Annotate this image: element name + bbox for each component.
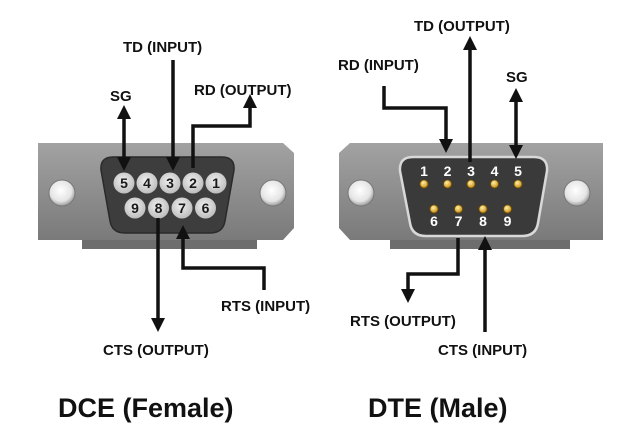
dte-gold-pin (429, 204, 439, 214)
dte-pin-9: 9 (503, 204, 512, 229)
dte-pin-4: 4 (490, 163, 499, 189)
dce-plate-shadow (82, 240, 257, 249)
dce-rts-label: RTS (INPUT) (221, 298, 310, 315)
dte-pin-number: 4 (491, 163, 499, 179)
dce-socket-pin-7: 7 (171, 197, 193, 219)
dce-left-screw-hole (48, 179, 76, 207)
dce-pin-number: 1 (212, 175, 220, 191)
dte-rts-label: RTS (OUTPUT) (350, 313, 456, 330)
dce-pin-number: 7 (178, 200, 186, 216)
dte-sg-label: SG (506, 69, 528, 86)
dte-pin-number: 9 (504, 213, 512, 229)
dce-socket-hole (136, 172, 158, 194)
dce-socket-hole (148, 197, 169, 219)
dte-pin-number: 6 (430, 213, 438, 229)
dce-socket-pin-2: 2 (182, 172, 204, 194)
dte-gold-pin (490, 179, 499, 189)
dte-left-screw-hole (347, 179, 375, 207)
dce-socket-hole (159, 172, 181, 194)
dce-socket-hole (113, 172, 135, 194)
dte-signal-arrows (382, 36, 523, 332)
dce-rd-arrow (191, 94, 257, 168)
dte-gold-pin (503, 204, 512, 214)
dce-socket-hole (171, 197, 193, 219)
dte-pin-number: 3 (467, 163, 475, 179)
dce-caption: DCE (Female) (58, 393, 234, 423)
dce-pin-number: 2 (189, 175, 197, 191)
dce-pin-number: 9 (131, 200, 139, 216)
dte-pin-1: 1 (419, 163, 429, 189)
dce-socket-pin-8: 8 (148, 197, 169, 219)
dce-socket-pin-3: 3 (159, 172, 181, 194)
dte-gold-pin (454, 204, 463, 214)
dce-td-label: TD (INPUT) (123, 39, 202, 56)
dce-pin-number: 6 (202, 200, 210, 216)
dce-socket-pin-5: 5 (113, 172, 135, 194)
dte-pin-2: 2 (443, 163, 452, 189)
dte-pin-3: 3 (466, 163, 476, 189)
dce-rd-label: RD (OUTPUT) (194, 82, 292, 99)
dte-caption: DTE (Male) (368, 393, 508, 423)
dce-socket-pin-4: 4 (136, 172, 158, 194)
dce-rts-arrow (176, 225, 266, 290)
dte-pin-5: 5 (513, 163, 523, 189)
dte-td-label: TD (OUTPUT) (414, 18, 510, 35)
dte-gold-pin (513, 179, 523, 189)
dte-cts-label: CTS (INPUT) (438, 342, 527, 359)
dce-signal-arrows (117, 60, 266, 332)
dte-gold-pin (466, 179, 476, 189)
dte-pin-8: 8 (478, 204, 488, 229)
dte-pin-number: 2 (444, 163, 452, 179)
dce-socket-pin-9: 9 (124, 197, 146, 219)
dte-shell (398, 155, 549, 238)
dce-pin-number: 4 (143, 175, 151, 191)
dte-rd-arrow (382, 86, 453, 153)
dce-socket-hole (182, 172, 204, 194)
dce-pin-number: 5 (120, 175, 128, 191)
dce-right-screw-hole (259, 179, 287, 207)
dte-pin-number: 1 (420, 163, 428, 179)
dce-socket-pin-6: 6 (195, 197, 216, 219)
dte-plate-shadow (390, 240, 570, 249)
dte-gold-pin (443, 179, 452, 189)
dce-socket-hole (205, 172, 227, 194)
dce-socket-hole (195, 197, 216, 219)
dce-socket-pin-1: 1 (205, 172, 227, 194)
dte-pin-7: 7 (454, 204, 463, 229)
dte-rts-arrow (401, 238, 460, 303)
dce-pin-number: 3 (166, 175, 174, 191)
dte-right-screw-hole (563, 179, 591, 207)
dte-pin-number: 7 (455, 213, 463, 229)
dte-gold-pin (419, 179, 429, 189)
dte-pin-6: 6 (429, 204, 439, 229)
dte-gold-pin (478, 204, 488, 214)
dce-pin-number: 8 (155, 200, 163, 216)
dce-shell (100, 156, 235, 234)
dce-cts-label: CTS (OUTPUT) (103, 342, 209, 359)
dce-sg-label: SG (110, 88, 132, 105)
dte-pin-number: 5 (514, 163, 522, 179)
dte-rd-label: RD (INPUT) (338, 57, 419, 74)
dce-socket-hole (124, 197, 146, 219)
dte-pin-number: 8 (479, 213, 487, 229)
